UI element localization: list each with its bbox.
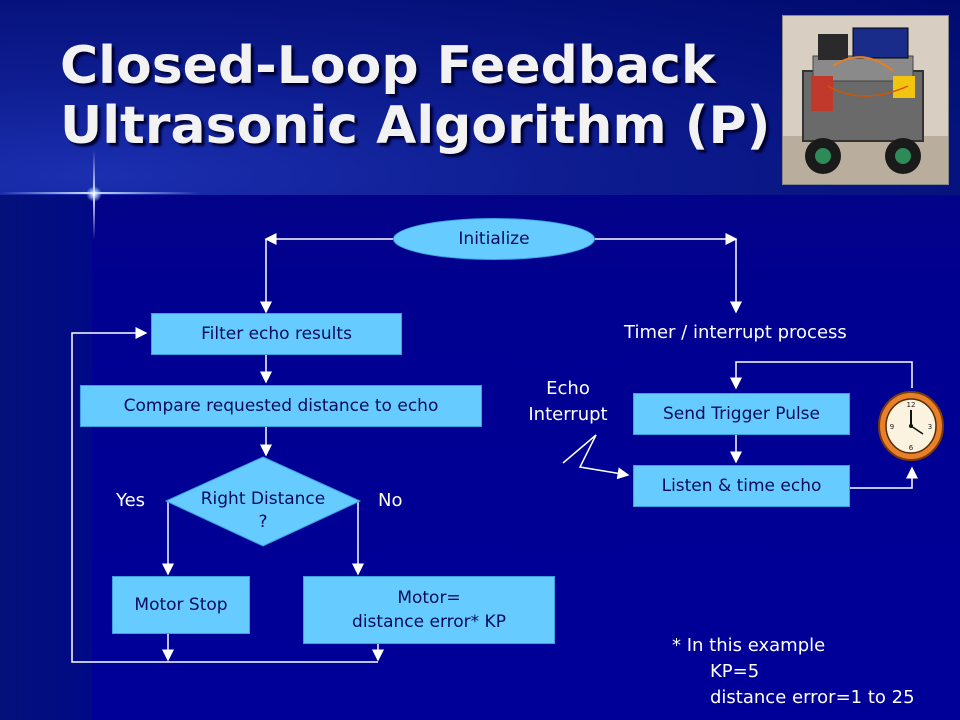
decision-line-1: Right Distance xyxy=(200,489,326,509)
echo-line-2: Interrupt xyxy=(528,404,608,425)
clock-icon: 12 3 6 9 xyxy=(877,390,945,462)
motor-eq-line-1: Motor= xyxy=(397,588,461,608)
title-line-1: Closed-Loop Feedback xyxy=(60,36,716,96)
note-line-2: KP=5 xyxy=(710,661,760,682)
compare-label: Compare requested distance to echo xyxy=(123,396,439,416)
svg-text:6: 6 xyxy=(909,444,914,452)
timer-label: Timer / interrupt process xyxy=(624,322,847,343)
svg-text:3: 3 xyxy=(928,423,932,431)
sparkle-center xyxy=(86,186,102,202)
svg-text:12: 12 xyxy=(907,401,916,409)
send-trigger-label: Send Trigger Pulse xyxy=(662,404,821,424)
svg-text:9: 9 xyxy=(890,423,894,431)
filter-node: Filter echo results xyxy=(151,313,402,355)
left-band xyxy=(0,195,92,720)
robot-photo-drawing xyxy=(783,16,948,184)
echo-interrupt-label: Echo Interrupt xyxy=(516,376,620,428)
filter-label: Filter echo results xyxy=(201,324,352,344)
initialize-node: Initialize xyxy=(393,218,595,260)
decision-diamond xyxy=(164,456,362,547)
motor-eq-line-2: distance error* KP xyxy=(352,612,506,632)
no-label: No xyxy=(378,490,403,511)
motor-eq-node: Motor= distance error* KP xyxy=(303,576,555,644)
decision-label: Right Distance ? xyxy=(166,488,360,534)
yes-label: Yes xyxy=(116,490,146,511)
slide-title: Closed-Loop Feedback Ultrasonic Algorith… xyxy=(60,36,780,156)
decision-line-2: ? xyxy=(258,512,268,532)
title-line-2: Ultrasonic Algorithm (P) xyxy=(60,96,771,156)
note-line-3: distance error=1 to 25 xyxy=(710,687,915,708)
listen-node: Listen & time echo xyxy=(633,465,850,507)
robot-photo xyxy=(782,15,949,185)
note-line-1: * In this example xyxy=(672,635,826,656)
initialize-label: Initialize xyxy=(458,229,530,249)
motor-stop-node: Motor Stop xyxy=(112,576,250,634)
clock-drawing: 12 3 6 9 xyxy=(878,391,944,461)
echo-line-1: Echo xyxy=(546,378,590,399)
compare-node: Compare requested distance to echo xyxy=(80,385,482,427)
listen-label: Listen & time echo xyxy=(661,476,822,496)
example-note: * In this example KP=5 distance error=1 … xyxy=(672,633,915,711)
send-trigger-node: Send Trigger Pulse xyxy=(633,393,850,435)
motor-stop-label: Motor Stop xyxy=(134,595,228,615)
